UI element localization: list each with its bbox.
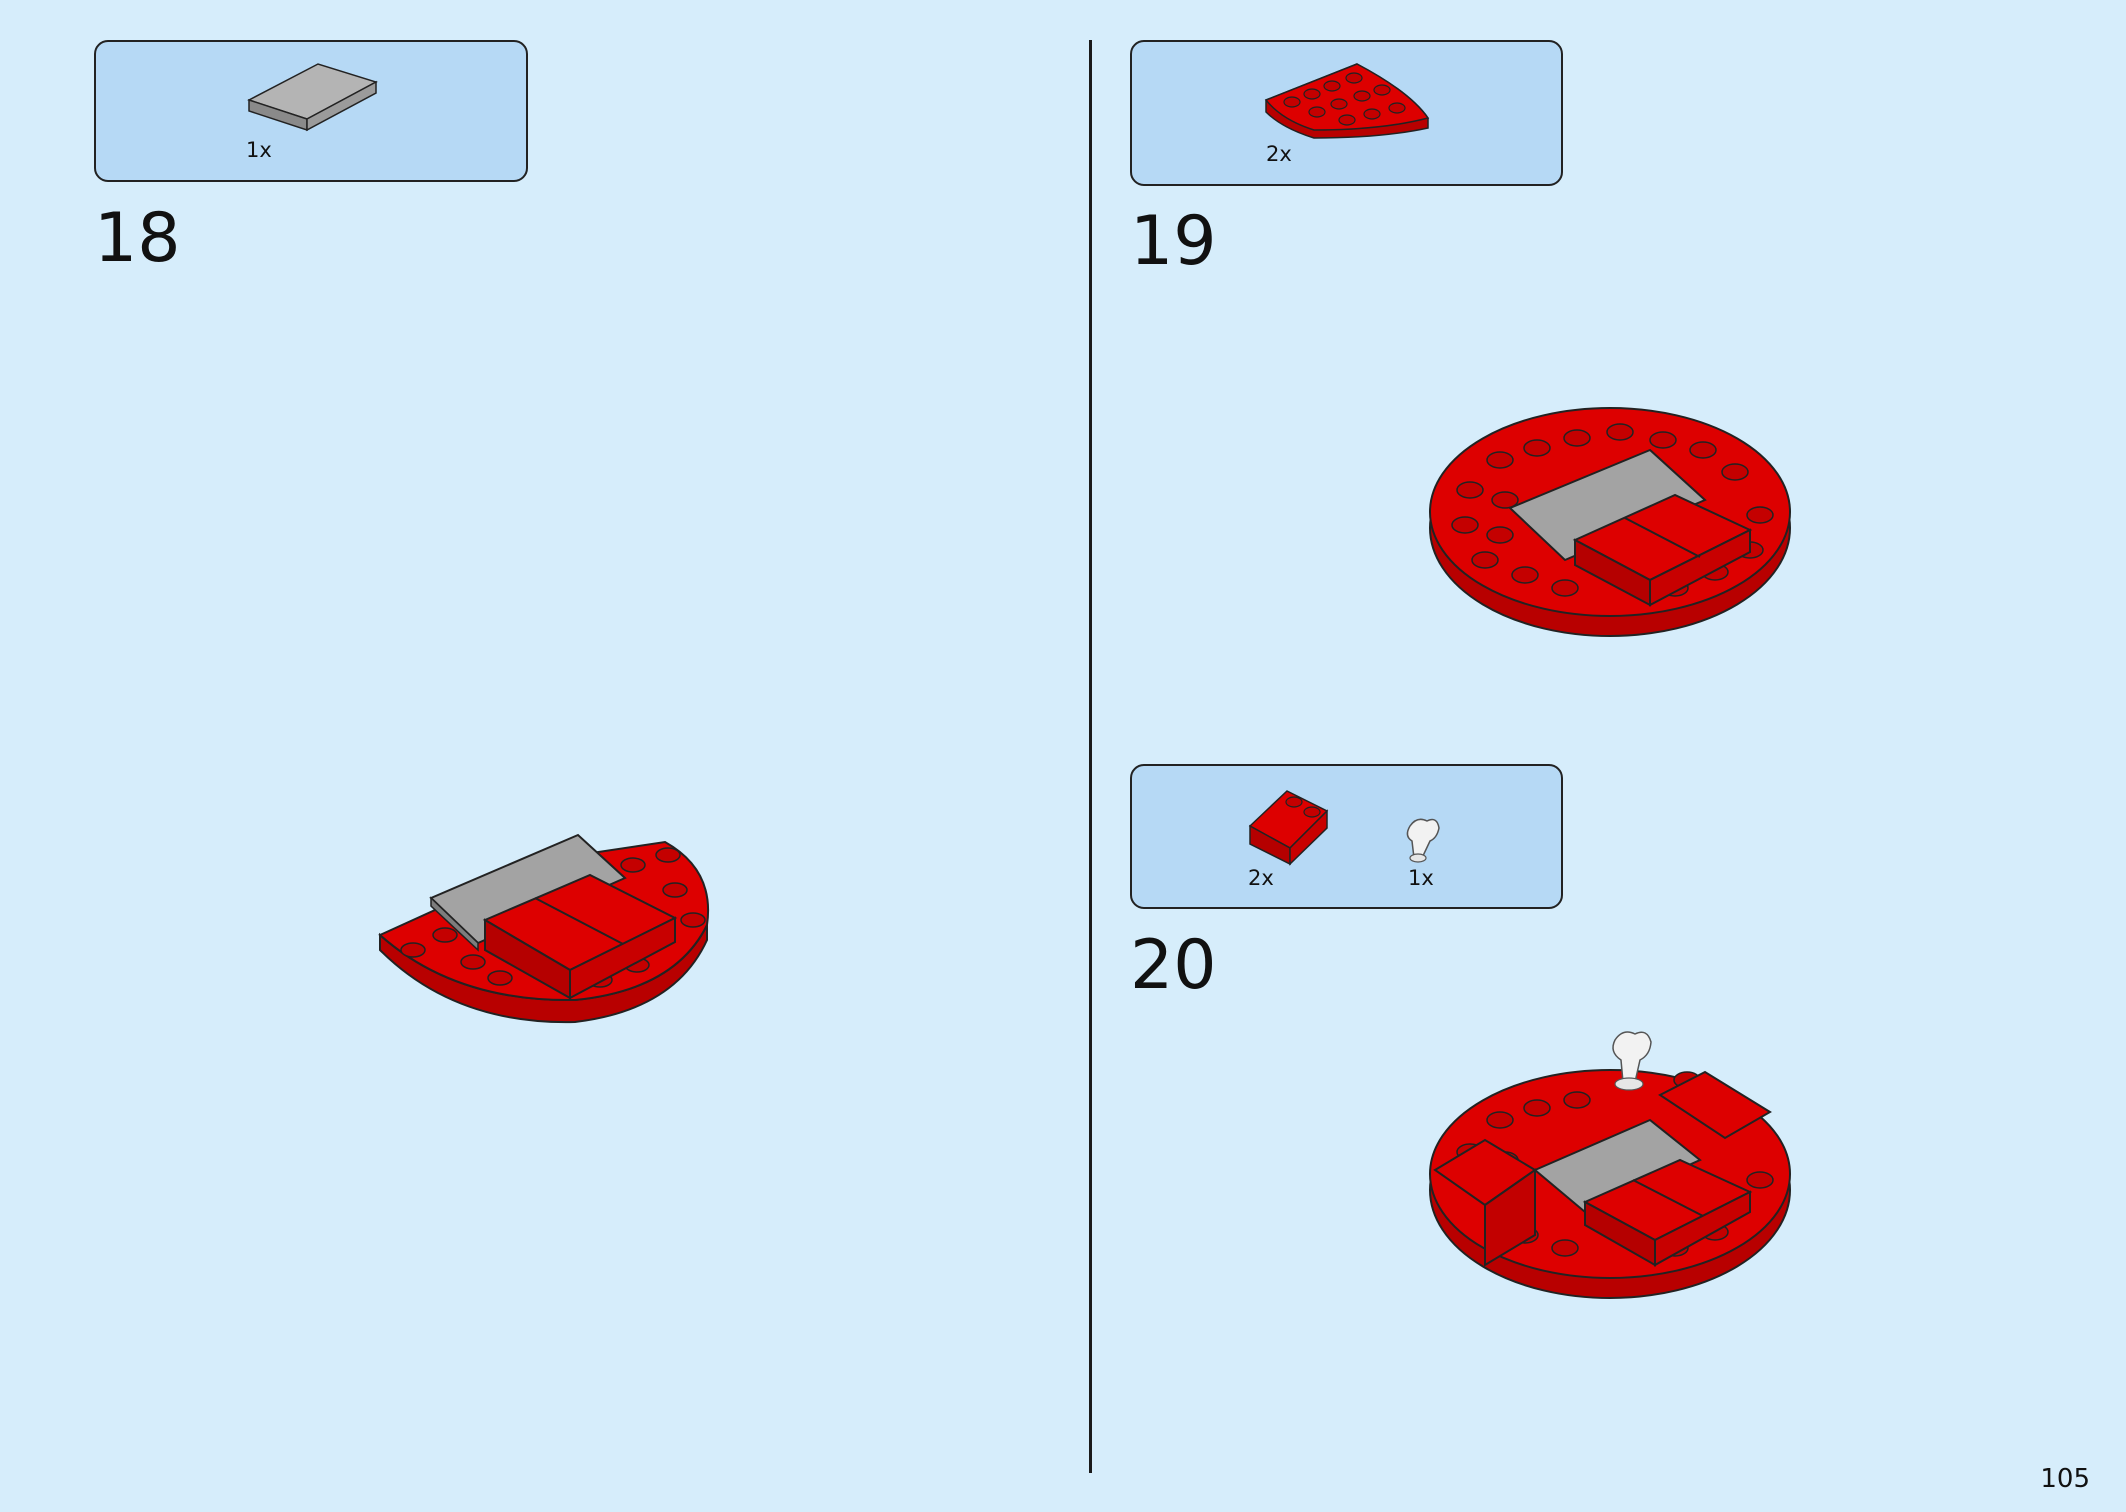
red-slope-brick-icon: [1248, 790, 1329, 866]
part-quantity: 2x: [1266, 142, 1292, 166]
red-quarter-round-plate-icon: [1264, 63, 1430, 139]
step-number-20: 20: [1130, 926, 1217, 1005]
parts-list-step-20: 2x 1x: [1130, 764, 1563, 909]
part-quantity: 1x: [246, 138, 272, 162]
step-number-19: 19: [1130, 202, 1217, 281]
white-flower-stem-icon: [1406, 818, 1440, 863]
step-19-model-illustration: [1429, 407, 1791, 637]
part-quantity: 1x: [1408, 866, 1434, 890]
part-quantity: 2x: [1248, 866, 1274, 890]
page-divider: [1089, 40, 1092, 1473]
step-20-model-illustration: [1429, 1031, 1791, 1299]
parts-list-step-19: 2x: [1130, 40, 1563, 186]
page-number: 105: [2040, 1464, 2090, 1494]
step-18-model-illustration: [378, 833, 709, 1024]
step-number-18: 18: [94, 199, 181, 278]
gray-tile-2x4-icon: [247, 63, 378, 132]
parts-list-step-18: 1x: [94, 40, 528, 182]
